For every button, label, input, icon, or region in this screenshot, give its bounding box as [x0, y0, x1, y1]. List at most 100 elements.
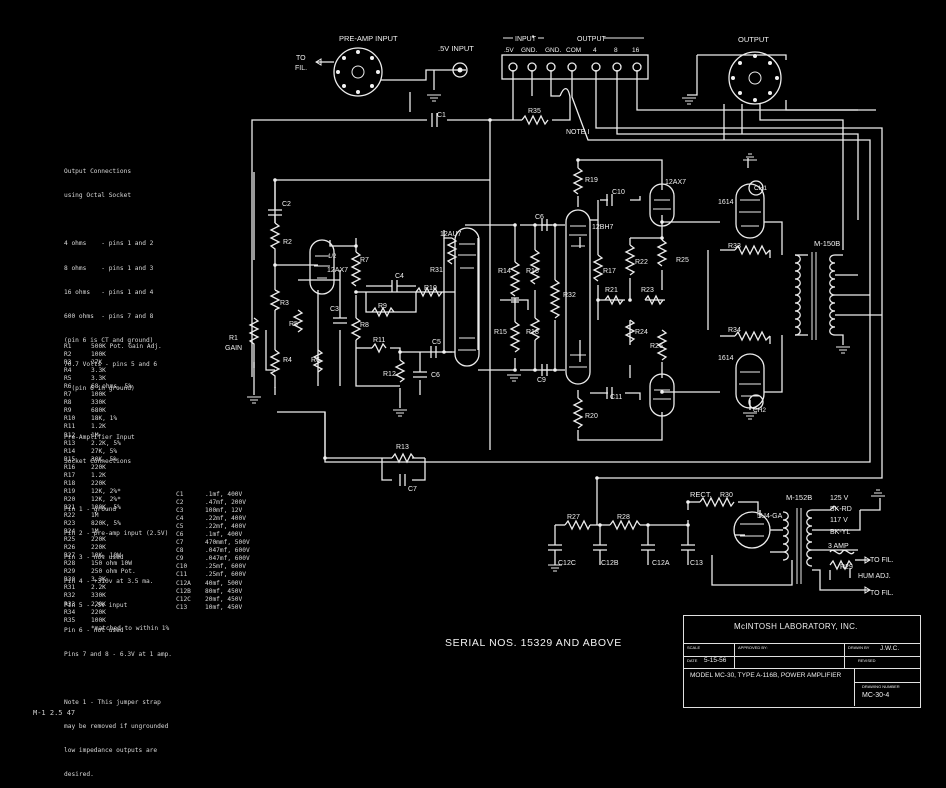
ref-c6-lower: C6: [431, 372, 440, 379]
capacitor-c7: [399, 474, 406, 486]
resistor-part-ref: R24: [64, 528, 76, 536]
label-125v: 125 V: [830, 495, 849, 502]
resistor-part-value: 330K: [91, 592, 106, 600]
resistor-part-value: 820K, 5%: [91, 520, 121, 528]
m150b-secondary: [829, 254, 836, 336]
resistor-part-ref: R9: [64, 407, 72, 415]
note-output-line: 4 ohms - pins 1 and 2: [64, 240, 154, 248]
resistor-part-ref: R11: [64, 423, 76, 431]
resistor-part-ref: R31: [64, 584, 76, 592]
resistor-r6: [312, 349, 324, 373]
label-12au7: 12AU7: [440, 231, 462, 238]
capacitor-c5: [430, 346, 437, 358]
ref-c7: C7: [408, 486, 417, 493]
ref-r35: R35: [528, 108, 541, 115]
resistor-r20: [572, 397, 584, 429]
capacitor-part-value: .1mf, 400V: [205, 491, 243, 498]
resistor-r13: [391, 452, 415, 464]
notes-block: Output Connections using Octal Socket 4 …: [64, 152, 264, 788]
capacitors: [268, 113, 695, 565]
label-117v: 117 V: [830, 517, 848, 524]
resistor-part-ref: R27: [64, 552, 76, 560]
capacitor-c6-lower: [413, 371, 427, 378]
resistor-r28: [609, 519, 641, 531]
ref-r4: R4: [283, 357, 292, 364]
capacitor-part-ref: C7: [176, 539, 184, 547]
terminal-label-3: COM: [566, 47, 581, 54]
capacitor-part-ref: C8: [176, 547, 184, 555]
tube-1614-lower: [735, 353, 765, 409]
terminal-label-0: .5V: [504, 47, 514, 54]
resistor-part-ref: R5: [64, 375, 72, 383]
capacitor-part-value: .22mf, 400V: [205, 515, 246, 523]
capacitor-c10: [606, 194, 613, 206]
junction-dots: [273, 118, 690, 527]
resistor-part-ref: R1: [64, 343, 72, 350]
resistor-r33: [734, 244, 771, 256]
capacitor-part-ref: C3: [176, 507, 184, 515]
resistor-part-ref: R34: [64, 608, 76, 616]
resistor-r18: [529, 317, 541, 341]
title-drawn-value: J.W.C.: [880, 645, 900, 652]
capacitor-part-ref: C11: [176, 571, 188, 579]
capacitor-part-ref: C1: [176, 491, 184, 498]
capacitor-c1: [431, 113, 438, 127]
resistor-part-value: 18K, 1%: [91, 415, 118, 423]
capacitor-c12b: [593, 544, 607, 565]
ref-r15: R15: [494, 329, 507, 336]
title-scale-label: SCALE: [687, 645, 701, 650]
ground-symbols: [247, 94, 885, 572]
label-input-group: INPUT: [515, 36, 537, 43]
ref-r34: R34: [728, 327, 741, 334]
label-half: 1/2: [328, 254, 337, 260]
capacitor-part-value: 20mf, 450V: [205, 595, 243, 603]
label-to: TO: [296, 55, 306, 62]
note-output-line: 70.7 Volts - pins 5 and 6: [64, 361, 158, 369]
resistor-part-ref: R21: [64, 503, 76, 511]
resistor-part-ref: R13: [64, 439, 76, 447]
capacitor-part-value: .1mf, 400V: [205, 531, 243, 539]
title-block: McINTOSH LABORATORY, INC. SCALE APPROVED…: [683, 615, 921, 708]
capacitor-part-row: C12C 20mf, 450V: [176, 596, 266, 604]
terminal-strip: [501, 35, 649, 98]
ref-r9: R9: [378, 303, 387, 310]
note-preamp-line: Pin 6 - not used: [64, 626, 124, 634]
label-fil: FIL.: [295, 65, 307, 72]
ref-c12a: C12A: [652, 560, 670, 567]
label-to-fil-2: TO FIL.: [870, 590, 894, 597]
resistor-part-ref: [64, 625, 91, 633]
ref-r3: R3: [280, 300, 289, 307]
capacitor-part-ref: C4: [176, 515, 184, 523]
label-to-fil-1: TO FIL.: [870, 557, 894, 564]
title-date-label: DATE: [687, 658, 698, 663]
resistor-r1: [248, 317, 260, 368]
resistor-part-ref: R17: [64, 471, 76, 479]
resistor-r23: [644, 294, 664, 306]
resistor-part-value: 1M: [91, 511, 99, 519]
resistor-part-value: 1.2K: [91, 471, 106, 479]
note-preamp-line: Pin 2 - pre-amp input (2.5V): [64, 530, 169, 538]
title-drawing-number: MC-30-4: [862, 692, 890, 699]
input-jack: [452, 62, 468, 78]
resistor-r2: [269, 222, 281, 258]
resistor-r32: [549, 279, 561, 319]
tube-5u4ga: [733, 511, 771, 549]
resistor-part-value: 3.3K: [91, 576, 106, 584]
ref-r25: R25: [676, 257, 689, 264]
ref-c12b: C12B: [601, 560, 619, 567]
note-preamp-line: Pin 5 - .5v input: [64, 602, 128, 610]
capacitor-part-ref: C12C: [176, 595, 191, 603]
ref-c1: C1: [437, 112, 446, 119]
resistor-part-ref: R16: [64, 463, 76, 471]
ref-r30: R30: [720, 492, 733, 499]
resistor-r8: [350, 317, 362, 341]
